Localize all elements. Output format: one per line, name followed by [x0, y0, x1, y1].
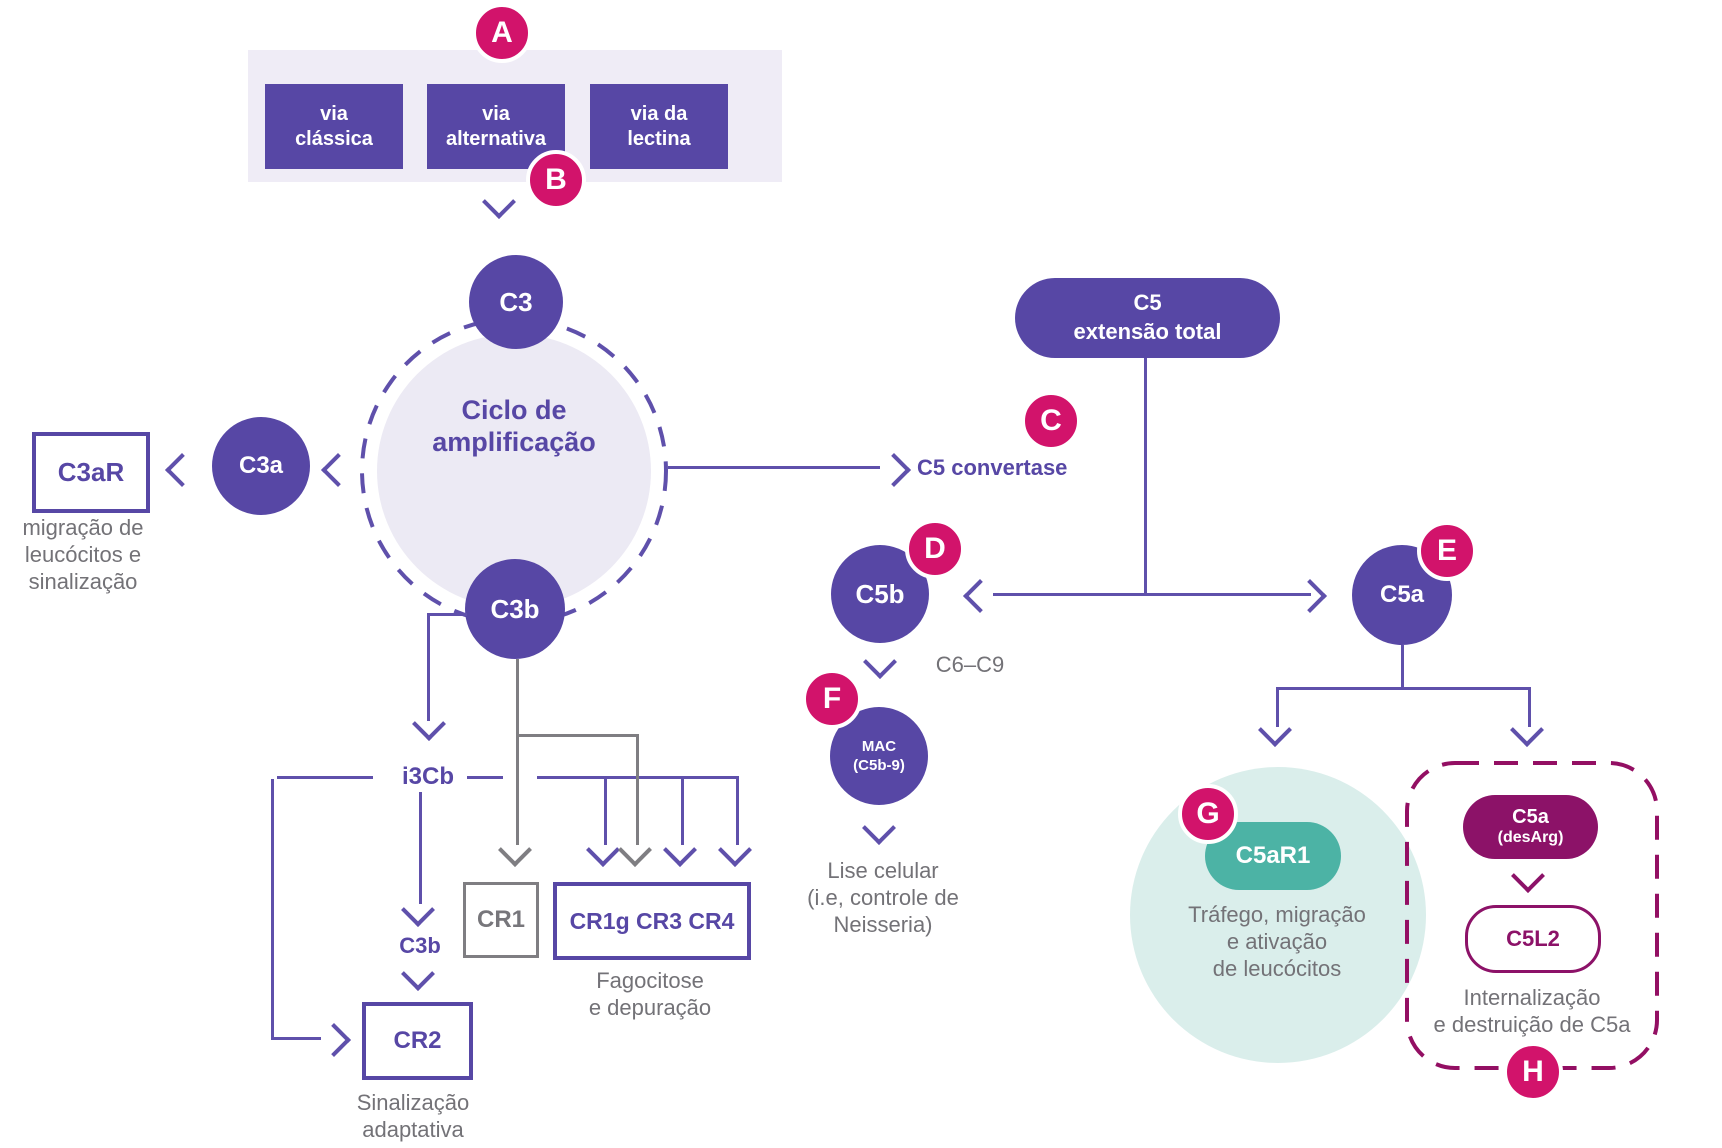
c3b-node: C3b: [465, 559, 565, 659]
c5-convertase-label: C5 convertase: [917, 455, 1068, 480]
step-label-f: F: [802, 669, 862, 729]
caption-fagocitose: Fagocitose e depuração: [588, 968, 712, 1020]
arrow-left-icon: [165, 453, 199, 487]
connector-line: [1144, 358, 1147, 595]
caption-lise: Lise celular (i.e, controle de Neisseria…: [807, 858, 959, 937]
connector-line: [1276, 687, 1531, 690]
arrow-down-icon: [412, 707, 446, 741]
connector-line: [604, 779, 607, 845]
connector-line: [993, 593, 1311, 596]
connector-line: [427, 613, 430, 721]
arrow-down-icon: [586, 833, 620, 867]
connector-line: [271, 1037, 321, 1040]
i3cb-label: i3Cb: [401, 763, 454, 790]
connector-line: [1401, 645, 1404, 689]
connector-line: [271, 779, 274, 1040]
c5b-node: C5b: [831, 545, 929, 643]
step-label-h: H: [1503, 1042, 1563, 1102]
step-label-a: A: [472, 3, 532, 63]
c6-c9-label: C6–C9: [935, 652, 1005, 677]
connector-line: [1528, 687, 1531, 727]
connector-line: [516, 659, 519, 845]
c3-node: C3: [469, 255, 563, 349]
arrow-down-icon: [482, 185, 516, 219]
arrow-down-icon: [862, 811, 896, 845]
connector-line: [681, 779, 684, 845]
connector-line: [668, 466, 880, 469]
arrow-down-icon: [618, 833, 652, 867]
connector-line: [467, 776, 503, 779]
step-label-b: B: [526, 150, 586, 210]
caption-trafego: Tráfego, migração e ativação de leucócit…: [1188, 902, 1366, 981]
arrow-down-icon: [718, 833, 752, 867]
c5a-desarg-pill: C5a(desArg): [1463, 795, 1598, 859]
c3ar-box: C3aR: [32, 432, 150, 513]
arrow-down-icon: [663, 833, 697, 867]
mac-node: MAC(C5b-9): [830, 707, 928, 805]
arrow-down-icon: [1510, 713, 1544, 747]
arrow-left-icon: [321, 453, 355, 487]
step-label-d: D: [905, 519, 965, 579]
arrow-down-icon: [498, 833, 532, 867]
connector-line: [636, 734, 639, 845]
cr1g-cr3-cr4-box: CR1g CR3 CR4: [553, 882, 751, 960]
arrow-left-icon: [963, 579, 997, 613]
caption-migracao: migração de leucócitos e sinalização: [22, 515, 144, 594]
connector-line: [736, 779, 739, 845]
c5l2-pill: C5L2: [1465, 905, 1601, 973]
arrow-right-icon: [317, 1023, 351, 1057]
connector-line: [419, 792, 422, 904]
arrow-down-icon: [401, 893, 435, 927]
caption-internalizacao: Internalização e destruição de C5a: [1433, 985, 1631, 1037]
connector-line: [1276, 687, 1279, 727]
step-label-c: C: [1021, 391, 1081, 451]
step-label-g: G: [1178, 784, 1238, 844]
c3a-node: C3a: [212, 417, 310, 515]
cr2-box: CR2: [362, 1002, 473, 1080]
arrow-down-icon: [401, 957, 435, 991]
cr1-box: CR1: [463, 882, 539, 958]
arrow-right-icon: [877, 453, 911, 487]
caption-sinalizacao: Sinalização adaptativa: [356, 1090, 470, 1142]
step-label-e: E: [1417, 521, 1477, 581]
c3b-small-label: C3b: [399, 933, 441, 958]
connector-line: [427, 613, 467, 616]
arrow-down-icon: [863, 645, 897, 679]
arrow-right-icon: [1293, 579, 1327, 613]
connector-line: [516, 734, 638, 737]
arrow-down-icon: [1258, 713, 1292, 747]
connector-line: [277, 776, 373, 779]
